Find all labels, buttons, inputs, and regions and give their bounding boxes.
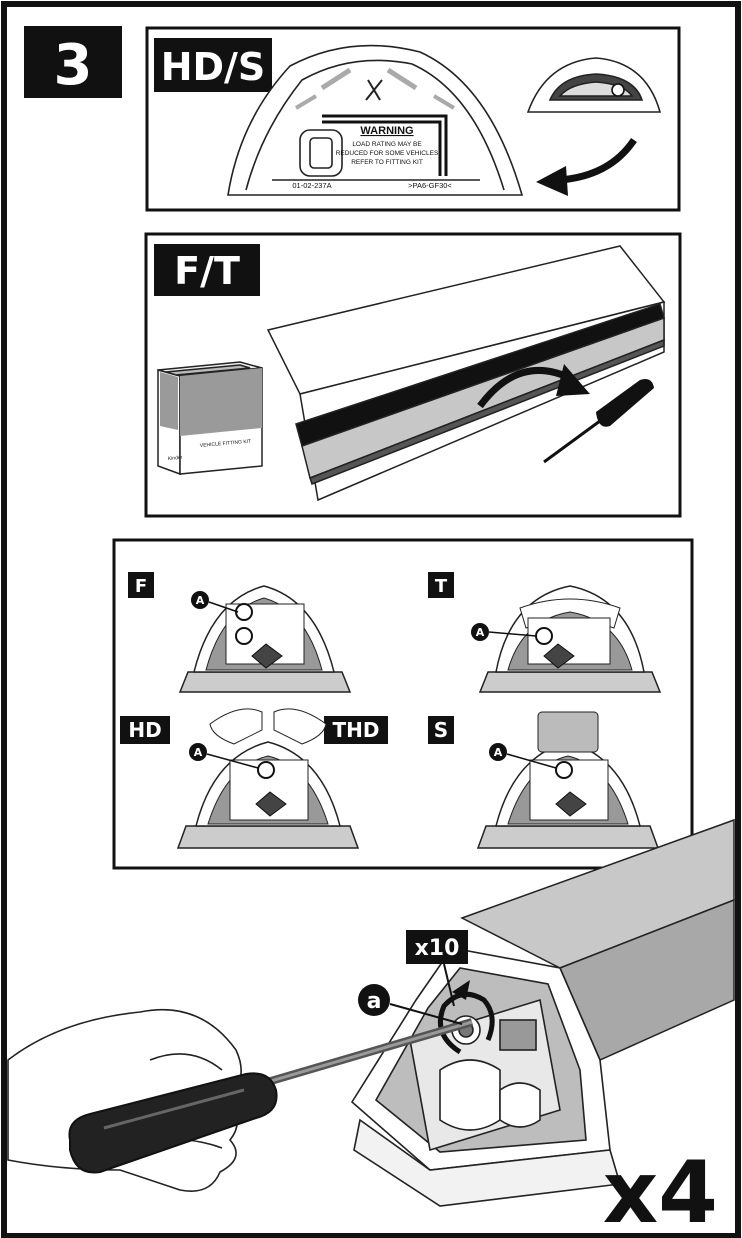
variant-f: F A: [128, 572, 352, 693]
warning-title: WARNING: [360, 125, 413, 137]
box-brand: Kinder: [168, 455, 183, 462]
end-cap-illustration: [526, 57, 662, 113]
warning-line-2: REDUCED FOR SOME VEHICLES: [336, 150, 439, 157]
callout-a-text: a: [367, 989, 382, 1014]
material-code: >PA6-GF30<: [408, 181, 452, 190]
roof-foot: [350, 947, 622, 1207]
variant-t: T A: [428, 572, 662, 693]
part-code: 01-02-237A: [292, 181, 331, 190]
multiplier-label: x4: [603, 1143, 718, 1238]
variant-thd-label: THD: [333, 718, 380, 742]
variants-panel: F A T A: [112, 538, 694, 870]
hds-label: HD/S: [161, 45, 266, 89]
ft-label: F/T: [174, 249, 240, 293]
screwdriver-icon: [543, 379, 654, 464]
ft-panel: F/T VEHICLE FITTING KIT Kinder: [144, 232, 682, 518]
variant-s-label: S: [434, 718, 448, 742]
warning-line-3: REFER TO FITTING KIT: [351, 159, 423, 166]
callout-a: a: [358, 984, 463, 1025]
variant-s: S A: [428, 711, 660, 849]
main-illustration: x10 a x4: [7, 818, 735, 1238]
warning-line-1: LOAD RATING MAY BE: [352, 141, 422, 148]
curved-arrow-icon: [536, 137, 637, 196]
step-badge: 3: [24, 26, 122, 98]
variant-hd-label: HD: [128, 718, 161, 742]
screwdriver-icon: [68, 1018, 474, 1174]
hds-panel: HD/S WARNING LOAD RATING MAY BE REDUCED …: [145, 26, 681, 212]
box-text: VEHICLE FITTING KIT: [200, 439, 252, 449]
curved-arrow-icon: [477, 364, 590, 409]
count-badge: x10: [406, 930, 468, 1007]
foot-cover-illustration: [227, 44, 524, 196]
variant-f-label: F: [135, 576, 147, 597]
count-badge-text: x10: [415, 936, 460, 961]
fitting-kit-box: [157, 361, 263, 476]
variant-hd-callout: A: [194, 746, 203, 759]
variant-t-label: T: [435, 576, 448, 597]
variant-f-callout: A: [196, 594, 205, 607]
variant-s-callout: A: [494, 746, 503, 759]
step-number: 3: [54, 33, 93, 98]
variant-t-callout: A: [476, 626, 485, 639]
variant-hd: HD THD A: [120, 708, 388, 849]
